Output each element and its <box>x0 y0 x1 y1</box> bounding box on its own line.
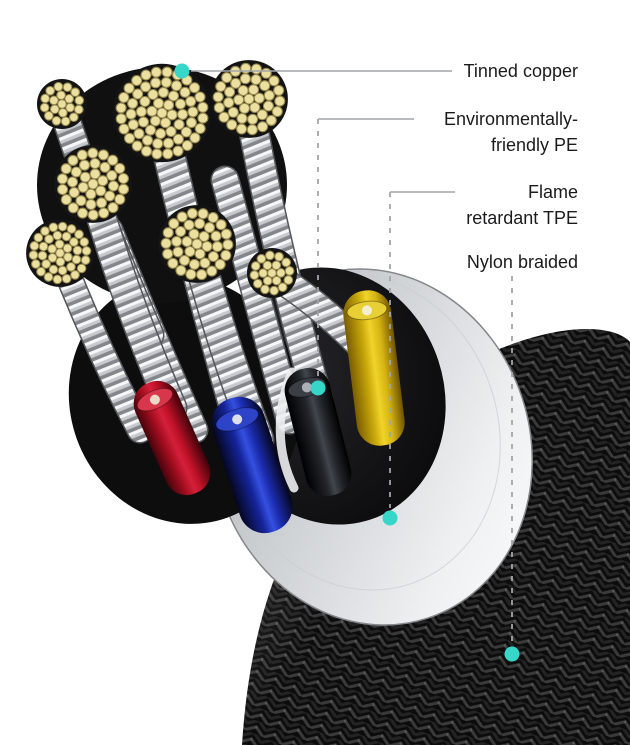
wire-red <box>133 380 211 496</box>
wire-yellow <box>343 290 405 446</box>
callout-markers <box>174 63 520 662</box>
tinned-copper-bundles <box>26 60 298 299</box>
callout-label-tinned-copper: Tinned copper <box>463 61 578 81</box>
callout-label-flame-retardant-tpe: Flame retardant TPE <box>466 182 578 228</box>
callout-dot-pe <box>310 380 326 396</box>
callout-dot-tpe <box>382 510 398 526</box>
callout-dot-tinned-copper <box>174 63 190 79</box>
insulated-wires <box>133 290 405 534</box>
callout-label-nylon-braided: Nylon braided <box>466 252 578 272</box>
wire-blue <box>211 396 293 534</box>
callout-label-environmentally-friendly-pe: Environmentally-friendly PE <box>443 109 578 155</box>
callout-dot-nylon <box>504 646 520 662</box>
callout-connectors <box>191 70 513 644</box>
